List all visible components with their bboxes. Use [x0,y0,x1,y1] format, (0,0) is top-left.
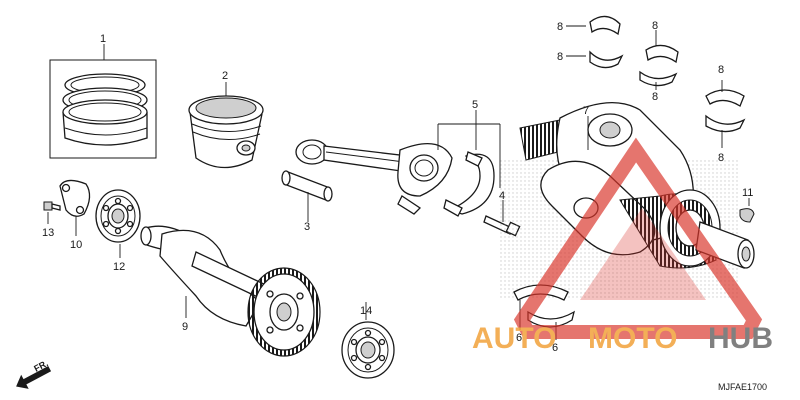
crankpin-bearing-2 [527,310,576,328]
woodruff-key [739,208,755,223]
main-bearing-right [705,89,746,133]
callout-12: 12 [113,261,125,273]
callout-11: 11 [742,187,753,199]
piston [188,95,264,169]
callout-9: 9 [182,321,188,333]
callout-6-second: 6 [552,342,558,354]
piston-pin [281,170,333,202]
callout-8-e: 8 [718,64,724,76]
callout-4: 4 [499,190,505,202]
balancer-shaft [140,225,321,357]
main-bearing-middle [639,44,679,87]
holder-bolt [43,201,61,211]
watermark-text-hub: HUB [708,322,773,355]
callout-10: 10 [70,239,82,251]
radial-ball-bearing-12 [95,189,141,243]
connecting-rod [295,139,453,215]
callout-5: 5 [472,99,478,111]
callout-13: 13 [42,227,54,239]
front-direction-arrow-icon [16,365,52,389]
callout-8-c: 8 [652,20,658,32]
callout-7: 7 [583,105,589,117]
callout-8-d: 8 [652,91,658,103]
callout-8-f: 8 [718,152,724,164]
callout-8-a: 8 [557,21,563,33]
callout-2: 2 [222,70,228,82]
main-bearing-upper-left [589,15,624,69]
piston-ring-set [49,59,157,159]
connecting-rod-cap [443,151,495,217]
watermark-text-moto: MOTO [588,322,677,355]
diagram-code: MJFAE1700 [718,382,767,392]
callout-14: 14 [360,305,372,317]
autmotohub-watermark-logo: AUTO MOTO HUB [472,137,773,355]
radial-ball-bearing-14 [341,321,395,379]
watermark-text-auto: AUTO [472,322,556,355]
callout-1: 1 [100,33,106,45]
callout-8-b: 8 [557,51,563,63]
balancer-holder-plate [59,179,91,217]
callout-3: 3 [304,221,310,233]
callout-6-first: 6 [516,332,522,344]
